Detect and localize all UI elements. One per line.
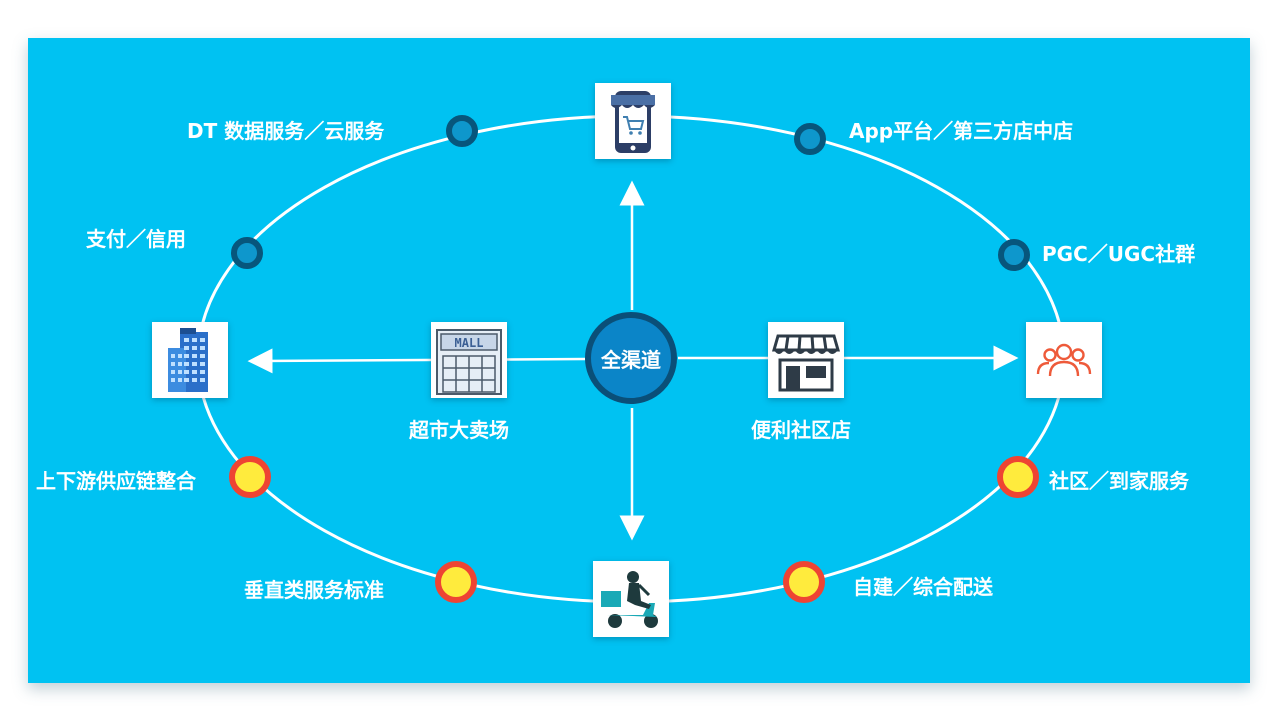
node-dt-service (446, 115, 478, 147)
label-dt-service: DT 数据服务／云服务 (187, 119, 385, 143)
mobile-shop-icon (595, 83, 671, 159)
label-pgc-ugc: PGC／UGC社群 (1042, 242, 1196, 266)
node-vertical-standard (435, 561, 477, 603)
mall-icon: MALL (431, 322, 507, 398)
center-label: 全渠道 (601, 347, 661, 372)
label-delivery: 自建／综合配送 (853, 575, 993, 599)
storefront-icon (768, 322, 844, 398)
arrow-left (247, 348, 586, 374)
label-vertical-standard: 垂直类服务标准 (244, 578, 384, 602)
node-community-service (997, 456, 1039, 498)
people-group-icon (1026, 322, 1102, 398)
svg-text:MALL: MALL (455, 336, 484, 350)
label-convenience-store: 便利社区店 (751, 418, 851, 442)
node-delivery (783, 561, 825, 603)
node-supply-chain (229, 456, 271, 498)
center-node: 全渠道 (585, 312, 677, 404)
office-building-icon (152, 322, 228, 398)
node-payment (231, 237, 263, 269)
node-pgc-ugc (998, 239, 1030, 271)
label-payment: 支付／信用 (86, 227, 186, 251)
node-app-platform (794, 123, 826, 155)
label-community-service: 社区／到家服务 (1049, 469, 1189, 493)
label-app-platform: App平台／第三方店中店 (849, 119, 1074, 143)
label-supply-chain: 上下游供应链整合 (36, 469, 196, 493)
label-supermarket: 超市大卖场 (409, 418, 509, 442)
delivery-scooter-icon (593, 561, 669, 637)
